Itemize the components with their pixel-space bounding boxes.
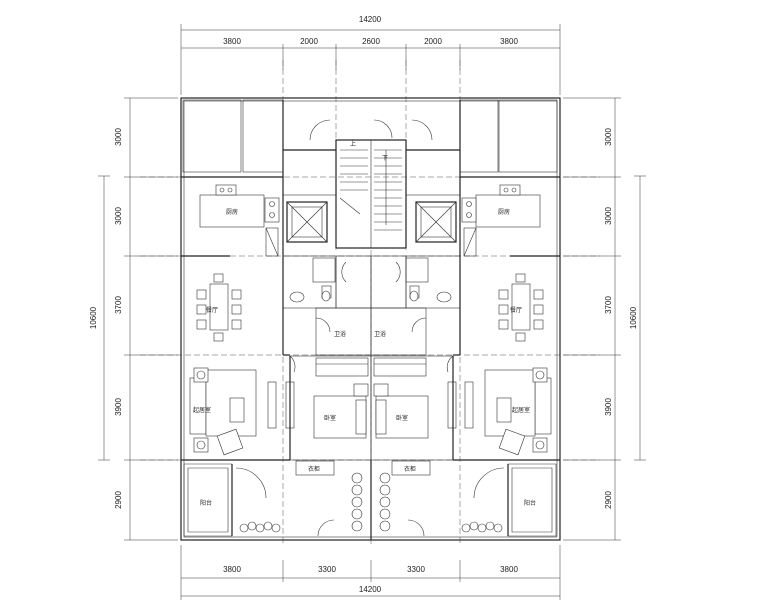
top-total-dimension: 14200 — [359, 15, 382, 24]
bathrooms: 卫浴 卫浴 — [282, 255, 461, 356]
staircase: 上 下 — [335, 139, 407, 249]
left-segment-5: 2900 — [114, 491, 123, 509]
bedroom-right-label: 卧室 — [396, 414, 408, 422]
right-segment-5: 2900 — [604, 491, 613, 509]
top-segment-2: 2000 — [300, 37, 318, 46]
balcony-right: 阳台 — [461, 463, 557, 537]
closet-left-label: 衣柜 — [308, 465, 320, 473]
top-rooms — [182, 99, 558, 196]
kitchen-left: 厨房 — [199, 184, 280, 228]
left-segment-2: 3000 — [114, 207, 123, 225]
balcony-left-label: 阳台 — [200, 499, 212, 507]
left-segment-3: 3700 — [114, 296, 123, 314]
top-segment-4: 2000 — [424, 37, 442, 46]
dining-right-label: 餐厅 — [510, 306, 522, 314]
balcony-right-label: 阳台 — [524, 499, 536, 507]
shafts — [265, 201, 477, 257]
closets: 衣柜 衣柜 — [295, 460, 431, 476]
bottom-dimensions: 3800 3300 3300 3800 14200 — [180, 545, 561, 600]
planter-left — [239, 521, 281, 533]
left-total-dimension: 10600 — [89, 306, 98, 329]
bath-left-label: 卫浴 — [334, 330, 346, 338]
kitchen-right: 厨房 — [461, 184, 541, 228]
kitchen-left-label: 厨房 — [226, 208, 238, 216]
bedrooms: 卧室 卧室 — [285, 355, 457, 461]
top-segment-1: 3800 — [223, 37, 241, 46]
bottom-total-dimension: 14200 — [359, 585, 382, 594]
stair-down-label: 下 — [382, 155, 388, 162]
right-segment-4: 3900 — [604, 398, 613, 416]
living-right: 起居室 — [464, 367, 552, 456]
bottom-segment-2: 3300 — [318, 565, 336, 574]
closet-right-label: 衣柜 — [404, 465, 416, 473]
left-segment-4: 3900 — [114, 398, 123, 416]
left-segment-1: 3000 — [114, 128, 123, 146]
right-total-dimension: 10600 — [629, 306, 638, 329]
bedroom-left-label: 卧室 — [324, 414, 336, 422]
dining-left: 餐厅 — [196, 273, 242, 342]
living-left: 起居室 — [189, 367, 277, 456]
dining-right: 餐厅 — [498, 273, 544, 342]
kitchen-right-label: 厨房 — [498, 208, 510, 216]
bottom-segment-1: 3800 — [223, 565, 241, 574]
right-segment-1: 3000 — [604, 128, 613, 146]
right-segment-3: 3700 — [604, 296, 613, 314]
living-right-label: 起居室 — [512, 406, 530, 414]
left-dimensions: 3000 3000 3700 3900 2900 10600 — [89, 97, 178, 541]
top-dimensions: 14200 3800 2000 2600 2000 3800 — [180, 15, 561, 95]
right-dimensions: 3000 3000 3700 3900 2900 10600 — [563, 97, 646, 541]
axis-lines — [140, 60, 600, 545]
top-segment-3: 2600 — [362, 37, 380, 46]
bottom-segment-3: 3300 — [407, 565, 425, 574]
top-segment-5: 3800 — [500, 37, 518, 46]
center-planters — [317, 460, 425, 540]
dining-left-label: 餐厅 — [206, 306, 218, 314]
bath-right-label: 卫浴 — [374, 330, 386, 338]
stair-up-label: 上 — [350, 140, 356, 148]
living-left-label: 起居室 — [193, 406, 211, 414]
planter-right — [461, 521, 503, 533]
interior-walls — [181, 100, 560, 536]
right-segment-2: 3000 — [604, 207, 613, 225]
bottom-segment-4: 3800 — [500, 565, 518, 574]
